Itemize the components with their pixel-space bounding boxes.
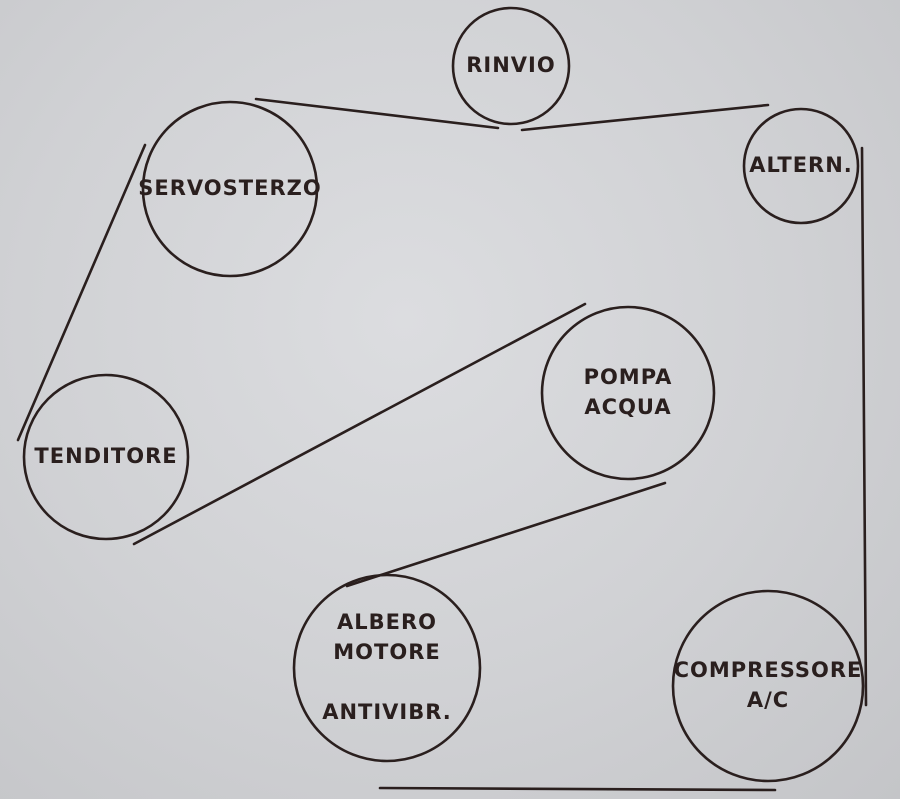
belt-segment-compressore-albero-motore: [378, 786, 777, 792]
belt-segment-rinvio-servosterzo: [254, 97, 500, 130]
pulley-circle-servosterzo: [141, 100, 319, 278]
pulley-albero-motore: ALBERO MOTORE ANTIVIBR.: [292, 573, 482, 763]
pulley-circle-rinvio: [451, 6, 571, 126]
belt-segment-tenditore-servosterzo: [16, 143, 147, 442]
pulley-rinvio: RINVIO: [451, 6, 571, 126]
pulley-label-altern: ALTERN.: [749, 153, 853, 177]
pulley-circle-tenditore: [22, 373, 190, 541]
belt-segment-rinvio-altern: [520, 103, 770, 132]
pulley-servosterzo: SERVOSTERZO: [138, 100, 321, 278]
pulley-label-albero-motore: ANTIVIBR.: [322, 700, 452, 724]
pulley-label-tenditore: TENDITORE: [34, 444, 177, 468]
pulley-circle-altern: [742, 107, 860, 225]
pulley-tenditore: TENDITORE: [22, 373, 190, 541]
pulley-label-rinvio: RINVIO: [466, 53, 555, 77]
belt-segment-altern-compressore: [860, 146, 868, 707]
pulley-circle-pompa-acqua: [540, 305, 716, 481]
pulley-altern: ALTERN.: [742, 107, 860, 225]
pulley-circle-compressore: [671, 589, 865, 783]
pulley-label-pompa-acqua: POMPA: [584, 365, 673, 389]
pulley-circle-albero-motore: [292, 573, 482, 763]
pulley-label-compressore: COMPRESSORE: [674, 658, 863, 682]
pulley-label-compressore: A/C: [747, 688, 789, 712]
pulley-label-pompa-acqua: ACQUA: [584, 395, 671, 419]
pulley-label-albero-motore: MOTORE: [333, 640, 440, 664]
belt-segment-pompa-acqua-tenditore: [132, 302, 587, 546]
belt-segment-albero-motore-pompa-acqua: [345, 481, 667, 588]
pulley-label-albero-motore: ALBERO: [337, 610, 437, 634]
pulley-label-servosterzo: SERVOSTERZO: [138, 176, 321, 200]
pulley-pompa-acqua: POMPA ACQUA: [540, 305, 716, 481]
pulley-compressore: COMPRESSORE A/C: [671, 589, 865, 783]
